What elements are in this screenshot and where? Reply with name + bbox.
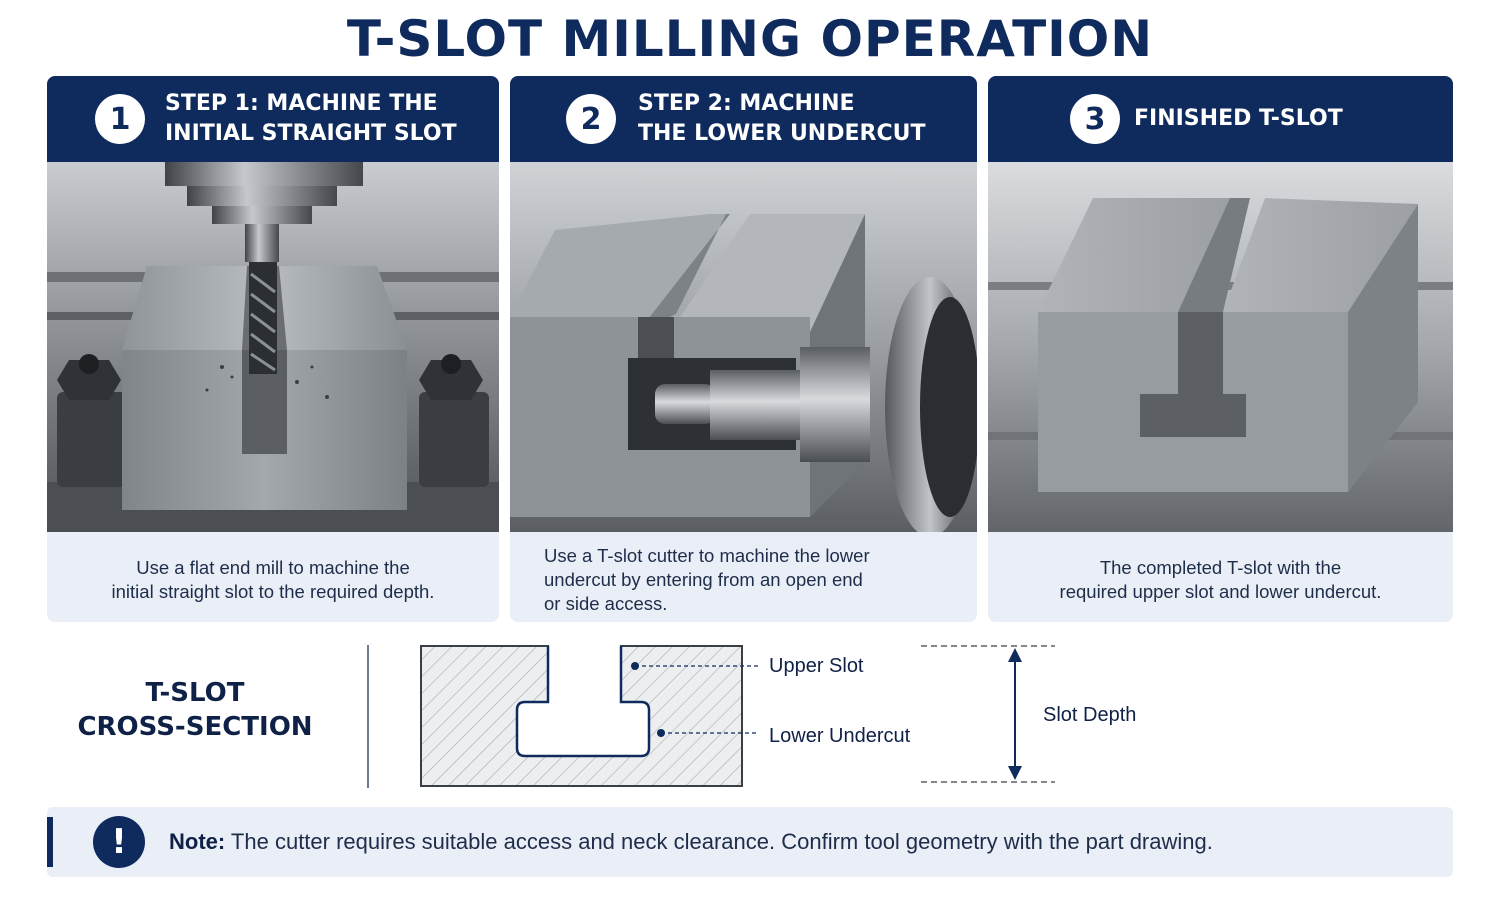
step-1-header: 1 STEP 1: MACHINE THE INITIAL STRAIGHT S… bbox=[47, 76, 499, 162]
step-1-caption-line-1: Use a flat end mill to machine the bbox=[136, 557, 410, 578]
step-2-heading-line-2: THE LOWER UNDERCUT bbox=[638, 121, 926, 146]
step-1-panel: 1 STEP 1: MACHINE THE INITIAL STRAIGHT S… bbox=[47, 76, 499, 622]
step-2-caption-line-3: or side access. bbox=[544, 593, 668, 614]
note-body: The cutter requires suitable access and … bbox=[225, 829, 1213, 854]
cross-section-label-line-1: T-SLOT bbox=[145, 678, 245, 708]
step-1-heading-line-1: STEP 1: MACHINE THE bbox=[165, 91, 438, 116]
step-3-number-badge: 3 bbox=[1070, 94, 1120, 144]
step-2-caption-line-1: Use a T-slot cutter to machine the lower bbox=[544, 545, 870, 566]
step-2-panel: 2 STEP 2: MACHINE THE LOWER UNDERCUT bbox=[510, 76, 977, 622]
step-2-heading-line-1: STEP 2: MACHINE bbox=[638, 91, 855, 116]
section-divider bbox=[367, 645, 369, 788]
note-text: Note: The cutter requires suitable acces… bbox=[169, 829, 1213, 855]
step-1-heading-line-2: INITIAL STRAIGHT SLOT bbox=[165, 121, 457, 146]
step-2-header: 2 STEP 2: MACHINE THE LOWER UNDERCUT bbox=[510, 76, 977, 162]
slot-depth-label: Slot Depth bbox=[1043, 704, 1136, 726]
upper-slot-label: Upper Slot bbox=[769, 655, 864, 677]
note-accent-bar bbox=[47, 817, 53, 867]
note-box: ! Note: The cutter requires suitable acc… bbox=[47, 807, 1453, 877]
slot-depth-arrow-bottom bbox=[1008, 766, 1022, 780]
t-slot-outline bbox=[515, 646, 651, 758]
step-3-image bbox=[988, 162, 1453, 532]
note-label: Note: bbox=[169, 829, 226, 854]
step-1-number-badge: 1 bbox=[95, 94, 145, 144]
step-2-caption: Use a T-slot cutter to machine the lower… bbox=[510, 538, 977, 622]
step-2-number-badge: 2 bbox=[566, 94, 616, 144]
step-3-caption: The completed T-slot with the required u… bbox=[988, 538, 1453, 622]
step-3-caption-line-1: The completed T-slot with the bbox=[1099, 557, 1342, 578]
step-1-caption-line-2: initial straight slot to the required de… bbox=[111, 581, 435, 602]
step-1-heading: STEP 1: MACHINE THE INITIAL STRAIGHT SLO… bbox=[165, 89, 457, 149]
lower-undercut-label: Lower Undercut bbox=[769, 725, 911, 747]
step-2-caption-line-2: undercut by entering from an open end bbox=[544, 569, 863, 590]
cross-section-label-line-2: CROSS-SECTION bbox=[77, 712, 313, 742]
step-3-heading: FINISHED T-SLOT bbox=[1134, 104, 1343, 134]
workpiece-section bbox=[420, 645, 743, 787]
t-slot-cross-section-diagram: Upper Slot Lower Undercut Slot Depth bbox=[400, 630, 1160, 800]
slot-depth-arrow-top bbox=[1008, 648, 1022, 662]
step-2-image bbox=[510, 162, 977, 532]
step-1-image bbox=[47, 162, 499, 532]
cross-section-label: T-SLOT CROSS-SECTION bbox=[60, 676, 330, 744]
step-2-heading: STEP 2: MACHINE THE LOWER UNDERCUT bbox=[638, 89, 925, 149]
step-3-header: 3 FINISHED T-SLOT bbox=[988, 76, 1453, 162]
step-3-caption-line-2: required upper slot and lower undercut. bbox=[1059, 581, 1382, 602]
step-3-heading-line-1: FINISHED T-SLOT bbox=[1134, 106, 1343, 131]
page-title: T-SLOT MILLING OPERATION bbox=[346, 10, 1154, 68]
step-3-panel: 3 FINISHED T-SLOT bbox=[988, 76, 1453, 622]
step-1-caption: Use a flat end mill to machine the initi… bbox=[47, 538, 499, 622]
exclamation-icon: ! bbox=[93, 816, 145, 868]
